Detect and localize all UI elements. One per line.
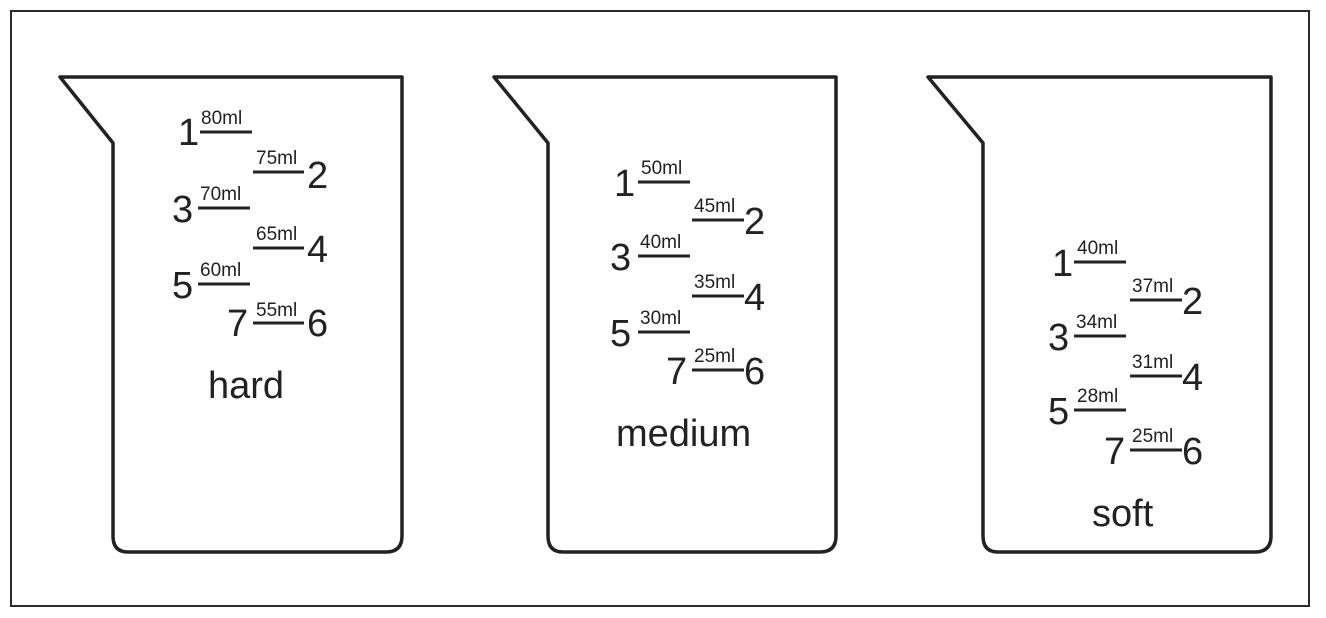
level-number: 5 — [1048, 391, 1069, 433]
level-number: 6 — [1182, 431, 1203, 473]
beaker-outline — [492, 75, 838, 554]
volume-label: 75ml — [256, 148, 297, 169]
level-number: 5 — [610, 313, 631, 355]
volume-label: 37ml — [1132, 276, 1173, 297]
volume-label: 30ml — [640, 308, 681, 329]
level-number: 5 — [172, 265, 193, 307]
volume-label: 25ml — [694, 346, 735, 367]
level-number: 3 — [172, 189, 193, 231]
volume-label: 55ml — [256, 300, 297, 321]
beaker-label: medium — [616, 413, 751, 455]
level-number: 4 — [744, 277, 765, 319]
level-number: 6 — [744, 351, 765, 393]
beaker-outline — [58, 75, 404, 554]
volume-label: 65ml — [256, 224, 297, 245]
volume-label: 35ml — [694, 272, 735, 293]
level-number: 7 — [1104, 431, 1125, 473]
diagram-frame — [10, 10, 1310, 607]
level-number: 2 — [744, 201, 765, 243]
level-number: 4 — [1182, 357, 1203, 399]
volume-label: 45ml — [694, 196, 735, 217]
beaker-soft: 1 40ml 2 37ml 3 34ml 4 31ml 5 28ml 7 25m… — [926, 75, 1273, 554]
level-number: 7 — [227, 303, 248, 345]
level-number: 2 — [307, 155, 328, 197]
level-number: 6 — [307, 303, 328, 345]
volume-label: 60ml — [200, 260, 241, 281]
beaker-outline — [926, 75, 1273, 554]
beaker-medium: 1 50ml 2 45ml 3 40ml 4 35ml 5 30ml 7 25m… — [492, 75, 838, 554]
beaker-label: hard — [208, 365, 284, 407]
level-number: 7 — [666, 351, 687, 393]
level-number: 2 — [1182, 281, 1203, 323]
volume-label: 40ml — [640, 232, 681, 253]
level-number: 3 — [1048, 317, 1069, 359]
beaker-label: soft — [1092, 493, 1154, 535]
level-number: 1 — [178, 112, 199, 154]
volume-label: 28ml — [1077, 386, 1118, 407]
level-number: 3 — [610, 237, 631, 279]
level-number: 4 — [307, 229, 328, 271]
volume-label: 40ml — [1077, 238, 1118, 259]
level-number: 1 — [1052, 243, 1073, 285]
volume-label: 80ml — [201, 108, 242, 129]
volume-label: 34ml — [1076, 312, 1117, 333]
volume-label: 31ml — [1132, 352, 1173, 373]
volume-label: 50ml — [641, 158, 682, 179]
volume-label: 70ml — [200, 184, 241, 205]
level-number: 1 — [614, 163, 635, 205]
volume-label: 25ml — [1132, 426, 1173, 447]
beaker-hard: 1 80ml 2 75ml 3 70ml 4 65ml 5 60ml 7 55m… — [58, 75, 404, 554]
